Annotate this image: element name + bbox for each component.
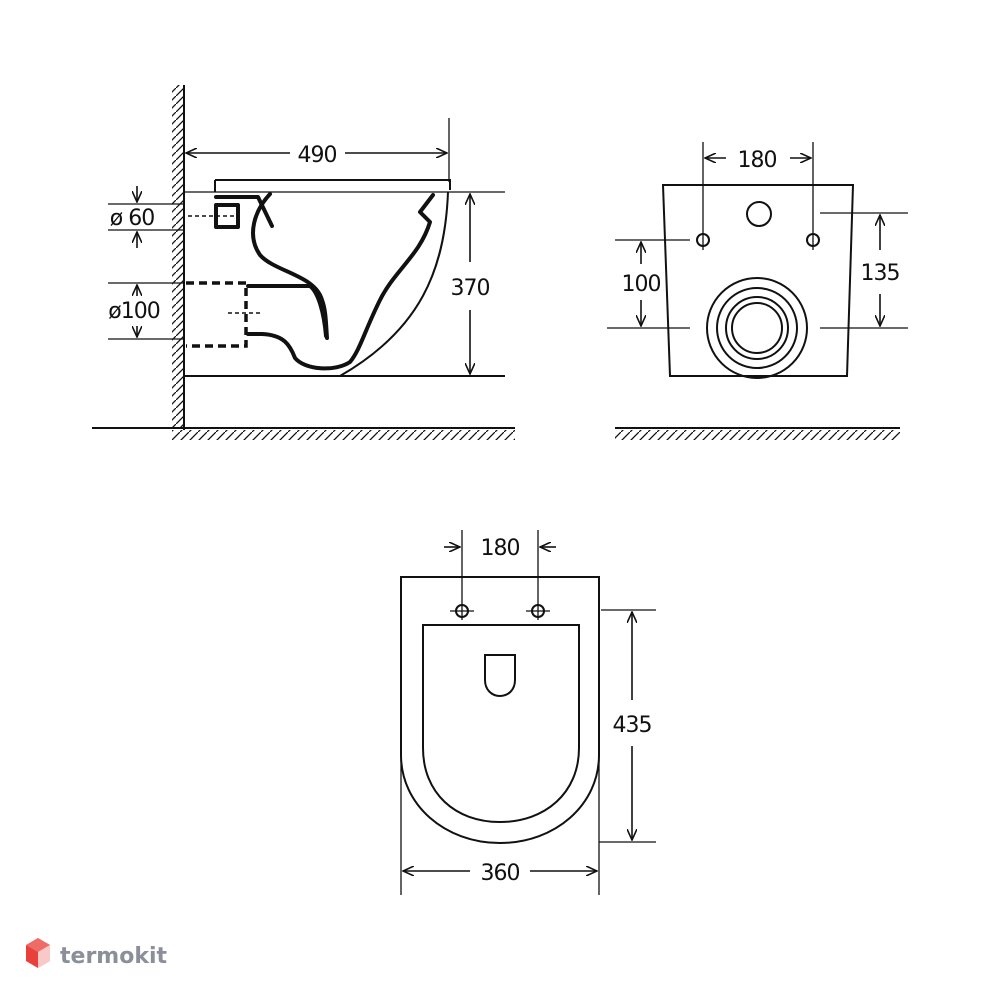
dim-top-435-label: 435 [613, 713, 652, 738]
toilet-top-outline [400, 576, 600, 845]
dimension-top-360: 360 [400, 760, 600, 895]
floor-rear [615, 427, 900, 440]
dimension-rear-180: 180 [702, 142, 814, 250]
dimension-height-370: 370 [451, 194, 491, 374]
wall [172, 85, 185, 430]
brand-name: termokit [60, 944, 167, 969]
floor-side [92, 427, 515, 440]
dim-rear-135-label: 135 [861, 261, 900, 286]
rear-view: 180 100 135 [607, 142, 908, 440]
toilet-rear-outline [661, 184, 855, 379]
dimension-top-180: 180 [444, 530, 556, 620]
dim-rear-100-label: 100 [622, 272, 661, 297]
dim-top-360-label: 360 [481, 861, 520, 886]
dimension-rear-100: 100 [607, 239, 690, 329]
top-view: 180 435 360 [400, 530, 656, 895]
dimension-width-490: 490 [186, 118, 450, 182]
dimension-outlet-100: ø100 [108, 282, 184, 340]
brand-logo: termokit [26, 938, 167, 969]
side-view: 490 370 ø 60 ø100 [92, 85, 515, 440]
dimension-rear-135: 135 [820, 212, 908, 329]
dimension-top-435: 435 [599, 609, 656, 843]
cube-icon [26, 938, 50, 968]
dim-top-180-label: 180 [481, 536, 520, 561]
dim-490-label: 490 [298, 143, 337, 168]
dim-100-label: ø100 [108, 299, 159, 324]
toilet-side-profile [184, 179, 505, 377]
dim-60-label: ø 60 [110, 206, 154, 231]
dimension-inlet-60: ø 60 [108, 186, 184, 248]
dim-370-label: 370 [451, 276, 490, 301]
dim-rear-180-label: 180 [738, 148, 777, 173]
